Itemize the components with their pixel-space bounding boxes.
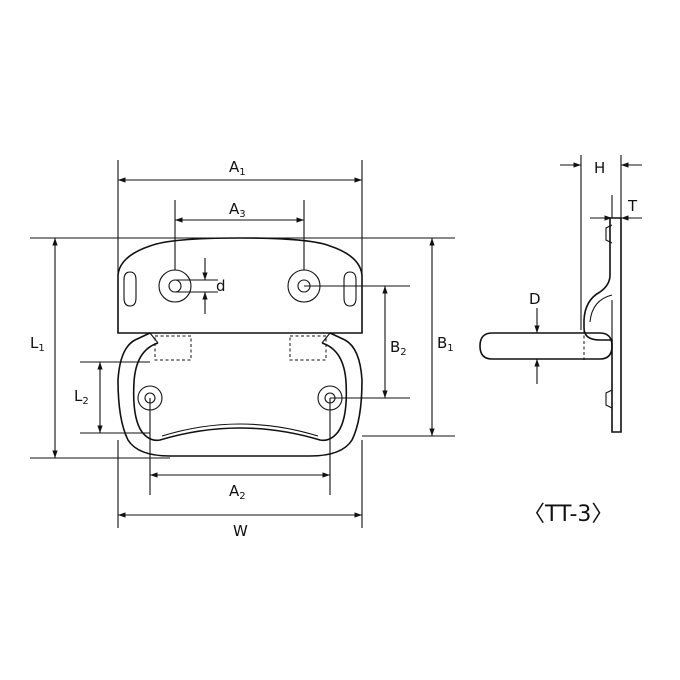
label-l1: L1 (30, 334, 45, 354)
label-b2: B2 (390, 338, 407, 358)
left-slot (123, 271, 137, 307)
handle-outer (117, 332, 363, 457)
label-a3: A3 (229, 200, 246, 220)
handle-grip-line (161, 423, 319, 437)
left-hinge-sleeve (154, 335, 192, 361)
label-h: H (594, 159, 605, 177)
plate-hole-left-inner (168, 279, 182, 293)
label-w: W (233, 522, 248, 540)
label-t: T (627, 197, 638, 215)
side-dimensions (520, 155, 642, 384)
label-d: d (216, 277, 226, 295)
label-l2: L2 (74, 387, 89, 407)
handle-inner (132, 342, 348, 442)
label-a2: A2 (229, 482, 246, 502)
side-plate (583, 217, 622, 433)
label-dd: D (529, 290, 541, 308)
right-hinge-sleeve (289, 335, 327, 361)
front-dimensions (30, 160, 455, 528)
plate-hole-left-outer (158, 269, 192, 303)
side-view (479, 217, 622, 433)
front-view (117, 237, 363, 457)
right-slot (343, 271, 357, 307)
label-b1: B1 (437, 334, 454, 354)
label-a1: A1 (229, 158, 246, 178)
side-handle-rod (479, 332, 613, 360)
model-caption: 〈TT-3〉 (523, 502, 613, 527)
